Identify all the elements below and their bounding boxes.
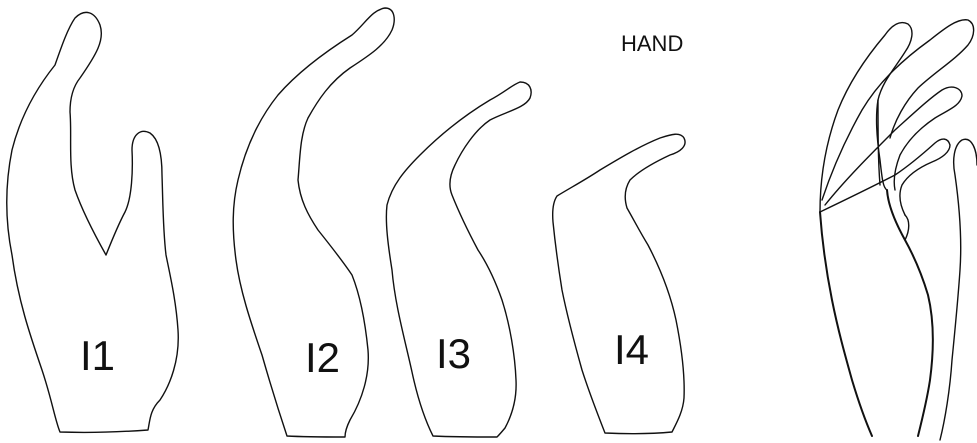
hand-pose-i4: I4 <box>553 134 685 433</box>
pose-label-i3: I3 <box>436 330 471 377</box>
pose-label-i4: I4 <box>614 326 649 373</box>
pose-label-i2: I2 <box>305 334 340 381</box>
pose-label-i1: I1 <box>80 332 115 379</box>
overlay-outline-i4 <box>820 139 950 215</box>
overlay-palm-outline <box>820 190 933 436</box>
overlay-outline-i1 <box>820 23 977 440</box>
overlay-outline-i3 <box>825 87 962 205</box>
hand-pose-i2: I2 <box>233 8 394 437</box>
hand-pose-i1: I1 <box>7 12 179 432</box>
diagram-title: HAND <box>621 31 683 56</box>
overlay-hand-poses <box>820 20 977 440</box>
hand-pose-i3: I3 <box>386 82 531 437</box>
hand-outline-i3 <box>386 82 531 437</box>
hand-outline-i4 <box>553 134 685 433</box>
